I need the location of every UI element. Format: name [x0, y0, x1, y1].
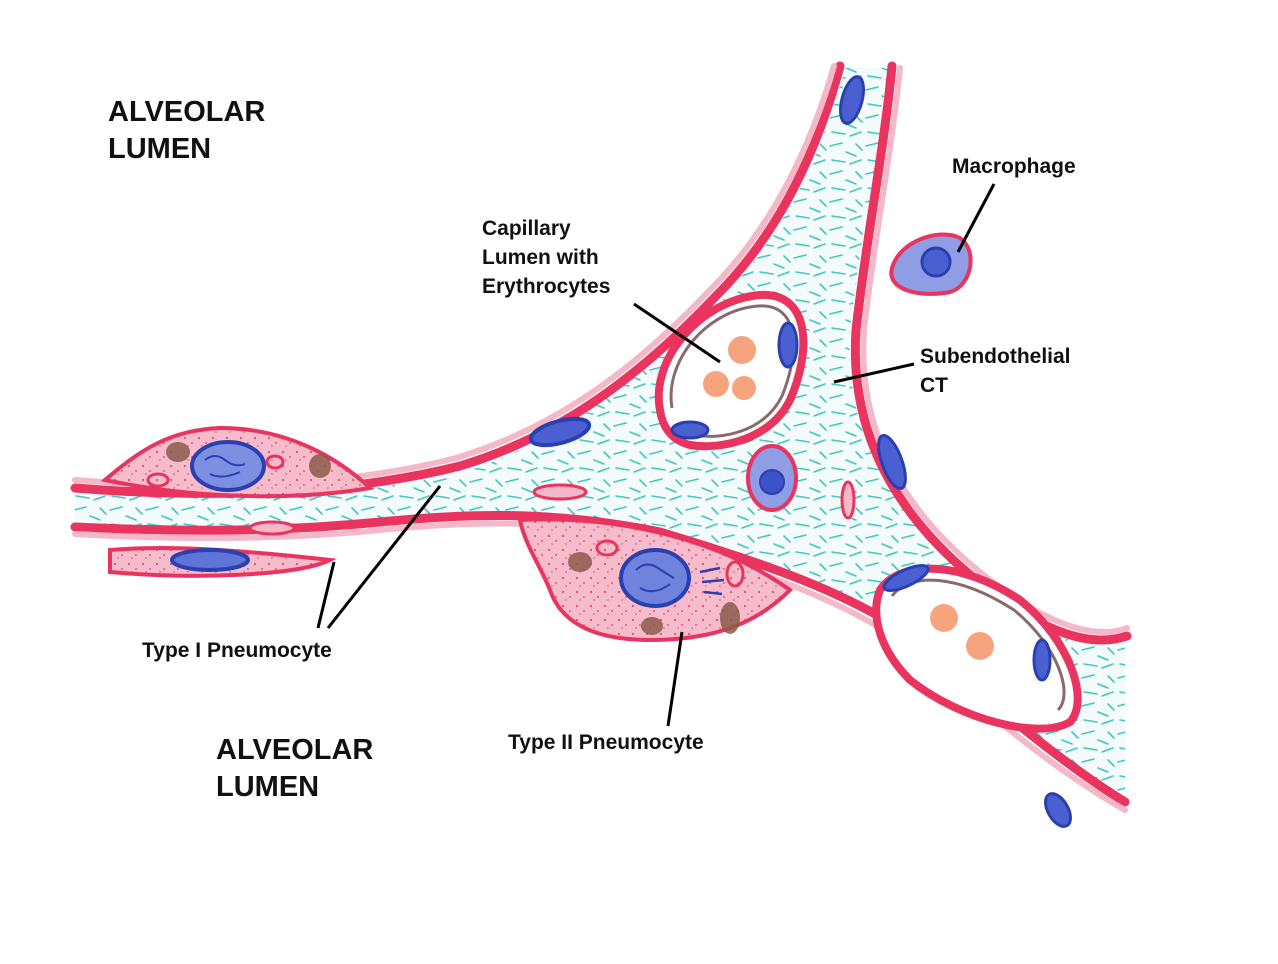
label-line: Erythrocytes	[482, 275, 611, 298]
ct-nucleus	[840, 480, 856, 520]
type2-pneumocyte-label: Type II Pneumocyte	[508, 731, 704, 754]
subendothelial-label: Subendothelial CT	[920, 342, 1071, 400]
septum-nucleus	[528, 416, 592, 448]
type1-leader-b	[326, 485, 442, 629]
ct-nucleus	[839, 75, 865, 125]
label-line: Capillary	[482, 217, 571, 240]
subendothelial-leader	[833, 362, 915, 384]
granule	[166, 442, 190, 462]
granule	[568, 552, 592, 572]
granule	[720, 602, 740, 634]
type1-nucleus-upper	[190, 440, 266, 492]
leader-lines	[316, 183, 996, 727]
granule	[309, 454, 331, 478]
alveolar-lumen-label-top: ALVEOLAR LUMEN	[108, 94, 265, 168]
label-line: CT	[920, 374, 948, 397]
macrophage-leader	[956, 183, 996, 253]
label-line: LUMEN	[216, 771, 320, 803]
capillary-label: Capillary Lumen with Erythrocytes	[482, 214, 610, 301]
erythrocyte	[966, 632, 994, 660]
type1-leader-a	[316, 561, 336, 629]
capillary-upper	[654, 290, 808, 451]
erythrocyte-outline	[595, 539, 619, 557]
endothelial-nucleus	[882, 564, 930, 592]
label-line: Lumen with	[482, 246, 599, 269]
type2-leader	[666, 631, 684, 727]
erythrocyte	[728, 336, 756, 364]
label-line: LUMEN	[108, 133, 212, 165]
endothelial-nucleus	[670, 420, 710, 440]
label-line: ALVEOLAR	[216, 734, 374, 766]
erythrocyte-outline	[725, 560, 745, 588]
endothelial-nucleus	[777, 321, 799, 369]
erythrocyte	[930, 604, 958, 632]
label-line: Subendothelial	[920, 345, 1071, 368]
granule	[641, 617, 663, 635]
type1-pneumocyte-label: Type I Pneumocyte	[142, 639, 332, 662]
erythrocyte	[703, 371, 729, 397]
septum-connective-tissue	[75, 68, 1125, 800]
ct-nucleus	[877, 433, 907, 491]
erythrocyte	[732, 376, 756, 400]
ct-nucleus	[1044, 792, 1072, 828]
type2-nucleus	[619, 548, 691, 608]
type1-nucleus-lower	[170, 548, 250, 572]
erythrocyte-outline	[265, 454, 285, 470]
capillary-leader	[633, 302, 721, 364]
macrophage-label: Macrophage	[952, 155, 1076, 178]
macrophage-nucleus	[920, 246, 952, 278]
label-line: ALVEOLAR	[108, 96, 266, 128]
endothelial-nucleus	[1032, 638, 1052, 682]
alveolar-lumen-label-bottom: ALVEOLAR LUMEN	[216, 732, 373, 806]
erythrocyte-outline	[146, 472, 170, 488]
